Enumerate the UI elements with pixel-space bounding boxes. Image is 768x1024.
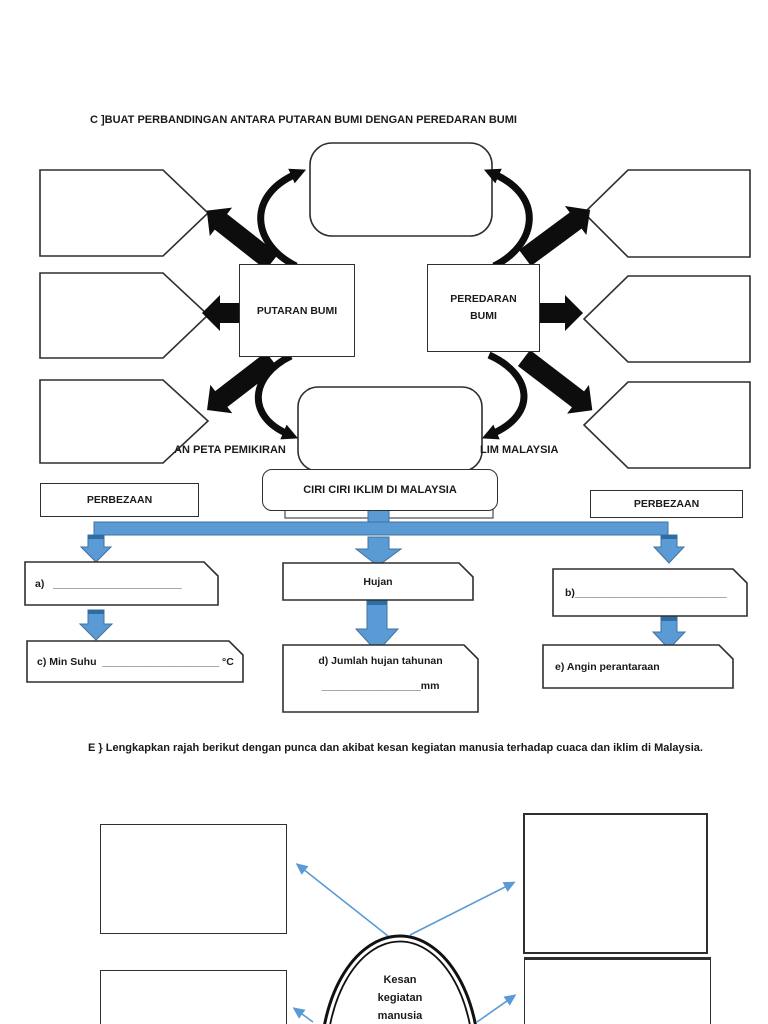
pentagon-callout-left-1 [39,169,210,257]
answer-box-c-shape [26,640,244,683]
black-arrow-right-bottom [517,350,593,414]
curved-arrow-top-right [483,168,533,270]
black-arrow-left-mid [202,295,239,331]
answer-box-e-shape [542,644,734,689]
answer-box-a-label: a) ______________________ [35,577,182,590]
answer-box-d-line2: _________________mm [321,680,440,692]
blue-line-to-top-left-box [295,863,389,937]
answer-box-b-shape [552,568,748,617]
blue-arrow-cap [661,617,677,621]
answer-box-b-label: b)__________________________ [565,586,727,599]
section-e-instruction: E } Lengkapkan rajah berikut dengan punc… [88,742,703,754]
effect-box-bottom-right [524,957,711,1024]
perbezaan-left-box: PERBEZAAN [40,483,199,517]
blue-line-to-bottom-right-box [476,994,517,1023]
answer-box-e-label: e) Angin perantaraan [555,660,660,673]
answer-box-d-line1: d) Jumlah hujan tahunan [318,655,443,667]
effect-box-bottom-left [100,970,287,1024]
blue-arrow-down-left-2 [78,609,114,641]
putaran-bumi-box: PUTARAN BUMI [239,264,355,357]
blue-arrow-cap [88,610,104,614]
pentagon-callout-right-2 [582,275,751,363]
effect-box-top-left [100,824,287,934]
section-d-heading-fragment-left: AN PETA PEMIKIRAN [174,444,286,456]
peredaran-bumi-box: PEREDARAN BUMI [427,264,540,352]
blue-arrow-cap [367,600,387,605]
curved-arrow-top-left [257,168,307,270]
black-arrow-right-mid [540,295,583,331]
curved-arrow-bottom-right [481,351,528,440]
kesan-ellipse-inner [329,940,471,1024]
ciri-iklim-title-box: CIRI CIRI IKLIM DI MALAYSIA [262,469,498,511]
blue-arrow-down-right-1 [652,534,686,564]
perbezaan-right-box: PERBEZAAN [590,490,743,518]
blue-line-to-top-right-box [409,881,516,936]
black-arrow-right-top [519,206,591,267]
pentagon-callout-right-3 [582,381,751,469]
answer-box-hujan-shape [282,562,474,601]
section-d-heading-fragment-right: LIM MALAYSIA [480,444,559,456]
section-c-title: C ]BUAT PERBANDINGAN ANTARA PUTARAN BUMI… [90,114,517,126]
rounded-box-top [309,142,493,237]
blue-arrow-down-center-1 [354,536,403,567]
blue-arrow-cap [661,535,677,539]
kesan-ellipse-label: Kesan kegiatan manusia [377,974,423,1022]
answer-box-a-shape [24,561,219,606]
pentagon-callout-right-1 [582,169,751,258]
pentagon-callout-left-2 [39,272,210,359]
answer-box-hujan-label: Hujan [363,575,393,588]
answer-box-d-shape [282,644,479,713]
answer-box-d-label: d) Jumlah hujan tahunan ________________… [283,645,478,712]
answer-box-c-label: c) Min Suhu ____________________ °C [37,655,234,668]
blue-horizontal-bar [93,521,669,536]
pentagon-callout-left-3 [39,379,210,464]
blue-arrow-down-left-1 [79,534,113,563]
curved-arrow-bottom-left [254,352,299,440]
black-arrow-left-top [206,207,279,270]
rounded-box-bottom [297,386,483,472]
blue-line-to-bottom-left-box [292,1007,314,1023]
blue-arrow-cap [88,535,104,539]
effect-box-top-right [523,813,708,954]
black-arrow-left-bottom [207,352,279,414]
